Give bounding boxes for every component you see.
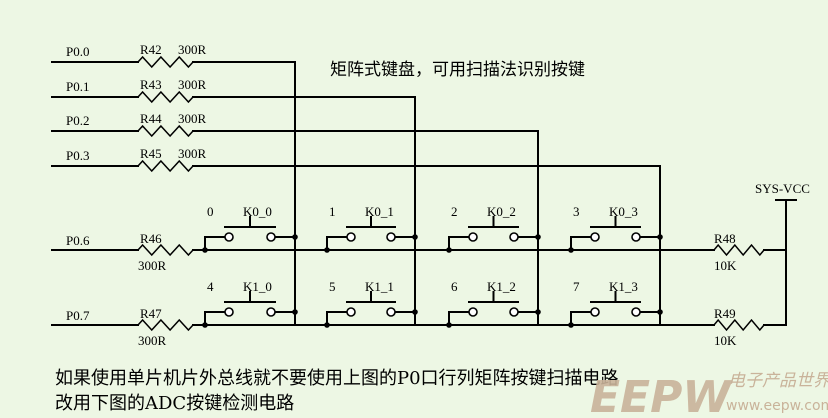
column-bus-3 (192, 165, 661, 326)
key-contact-right-0-2 (509, 232, 519, 242)
resistor-value-row-0: 300R (138, 258, 167, 273)
pullup-symbol-row-1 (713, 318, 765, 332)
column-junction-1-1 (412, 309, 418, 315)
key-contact-right-0-0 (266, 232, 276, 242)
column-junction-0-1 (412, 234, 418, 240)
resistor-label-col-2: R44 (140, 111, 162, 126)
row-junction-0-1 (324, 247, 330, 253)
column-junction-1-0 (292, 309, 298, 315)
key-contact-left-0-2 (468, 232, 478, 242)
resistor-symbol-row-0 (137, 243, 194, 257)
key-contact-left-0-0 (224, 232, 234, 242)
key-contact-right-1-1 (386, 307, 396, 317)
resistor-symbol-col-1 (137, 90, 194, 104)
key-name-0-1: K0_1 (365, 204, 394, 219)
key-name-0-3: K0_3 (609, 204, 638, 219)
key-name-0-0: K0_0 (243, 204, 272, 219)
key-contact-right-1-0 (266, 307, 276, 317)
resistor-value-col-3: 300R (178, 146, 207, 161)
key-contact-right-0-1 (386, 232, 396, 242)
column-junction-0-3 (657, 234, 663, 240)
key-number-1-1: 5 (329, 279, 336, 294)
key-contact-left-0-1 (346, 232, 356, 242)
resistor-label-col-3: R45 (140, 146, 162, 161)
row-junction-1-3 (568, 322, 574, 328)
row-junction-0-3 (568, 247, 574, 253)
resistor-symbol-col-2 (137, 124, 194, 138)
row-junction-1-2 (446, 322, 452, 328)
row-junction-1-0 (202, 322, 208, 328)
key-name-1-2: K1_2 (487, 279, 516, 294)
column-junction-1-2 (535, 309, 541, 315)
pullup-value-row-1: 10K (714, 333, 737, 348)
port-label-col-1: P0.1 (66, 79, 89, 94)
column-junction-0-2 (535, 234, 541, 240)
note-line-2: 改用下图的ADC按键检测电路 (55, 393, 295, 414)
row-junction-0-2 (446, 247, 452, 253)
resistor-label-row-1: R47 (140, 306, 162, 321)
eepw-url-text: www.eepw.com.cn (726, 398, 828, 414)
resistor-value-col-1: 300R (178, 77, 207, 92)
port-label-row-0: P0.6 (66, 233, 90, 248)
key-number-0-1: 1 (329, 204, 336, 219)
resistor-label-col-0: R42 (140, 42, 162, 57)
eepw-cn-text: 电子产品世界 (728, 371, 828, 391)
key-number-0-0: 0 (207, 204, 214, 219)
pullup-symbol-row-0 (713, 243, 765, 257)
key-contact-left-1-1 (346, 307, 356, 317)
key-contact-left-0-3 (590, 232, 600, 242)
key-name-1-0: K1_0 (243, 279, 272, 294)
key-name-1-1: K1_1 (365, 279, 394, 294)
key-name-1-3: K1_3 (609, 279, 638, 294)
port-label-col-2: P0.2 (66, 113, 89, 128)
port-label-col-0: P0.0 (66, 44, 89, 59)
key-contact-left-1-0 (224, 307, 234, 317)
row-junction-1-1 (324, 322, 330, 328)
column-junction-0-0 (292, 234, 298, 240)
pullup-label-row-0: R48 (714, 231, 736, 246)
resistor-label-col-1: R43 (140, 77, 162, 92)
pullup-label-row-1: R49 (714, 306, 736, 321)
resistor-label-row-0: R46 (140, 231, 162, 246)
resistor-value-col-2: 300R (178, 111, 207, 126)
column-junction-1-3 (657, 309, 663, 315)
eepw-logo-text: EEPW (590, 372, 733, 418)
resistor-symbol-col-3 (137, 159, 194, 173)
matrix-keypad-caption: 矩阵式键盘，可用扫描法识别按键 (330, 60, 585, 80)
key-number-0-3: 3 (573, 204, 580, 219)
key-number-1-0: 4 (207, 279, 214, 294)
row-junction-0-0 (202, 247, 208, 253)
resistor-value-row-1: 300R (138, 333, 167, 348)
key-contact-left-1-3 (590, 307, 600, 317)
column-bus-2 (192, 130, 539, 326)
pullup-value-row-0: 10K (714, 258, 737, 273)
port-label-col-3: P0.3 (66, 148, 89, 163)
resistor-symbol-col-0 (137, 55, 194, 69)
vcc-label: SYS-VCC (755, 181, 810, 196)
key-name-0-2: K0_2 (487, 204, 516, 219)
key-contact-right-1-3 (631, 307, 641, 317)
resistor-symbol-row-1 (137, 318, 194, 332)
key-contact-left-1-2 (468, 307, 478, 317)
key-contact-right-1-2 (509, 307, 519, 317)
port-label-row-1: P0.7 (66, 308, 90, 323)
key-number-1-3: 7 (573, 279, 580, 294)
eepw-watermark-logo: EEPW 电子产品世界 www.eepw.com.cn (590, 371, 828, 418)
key-number-1-2: 6 (451, 279, 458, 294)
resistor-value-col-0: 300R (178, 42, 207, 57)
note-line-1: 如果使用单片机片外总线就不要使用上图的P0口行列矩阵按键扫描电路 (55, 368, 619, 389)
key-number-0-2: 2 (451, 204, 458, 219)
key-contact-right-0-3 (631, 232, 641, 242)
